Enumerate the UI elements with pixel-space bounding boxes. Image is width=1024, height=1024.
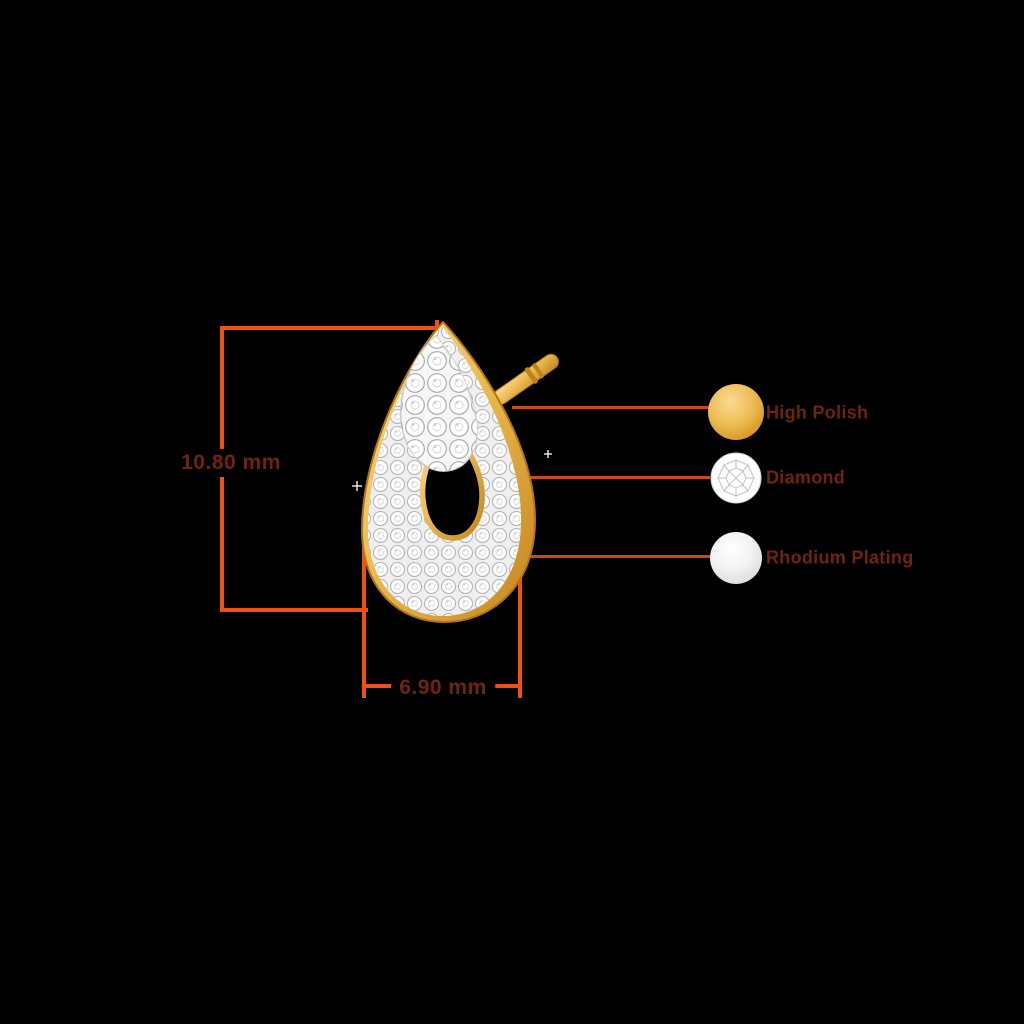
diamond-icon — [710, 452, 762, 504]
earring-post-icon — [492, 353, 559, 405]
height-top-tick — [220, 326, 440, 330]
legend-label-rhodium: Rhodium Plating — [766, 547, 914, 568]
leader-line-diamond — [520, 476, 710, 479]
width-right-extension — [518, 556, 522, 698]
width-dimension-label: 6.90 mm — [391, 674, 495, 702]
height-bottom-tick — [220, 608, 368, 612]
high-polish-swatch — [708, 384, 764, 440]
height-dimension-label: 10.80 mm — [173, 449, 289, 477]
earring-illustration — [352, 320, 559, 624]
earring-top-cluster — [400, 334, 478, 472]
rhodium-plating-swatch — [710, 532, 762, 584]
legend-label-diamond: Diamond — [766, 467, 846, 488]
legend-label-high-polish: High Polish — [766, 402, 869, 423]
leader-line-rhodium — [512, 555, 710, 558]
leader-line-high-polish — [512, 406, 710, 409]
sparkle-icon — [352, 450, 552, 491]
width-left-extension — [362, 516, 366, 698]
